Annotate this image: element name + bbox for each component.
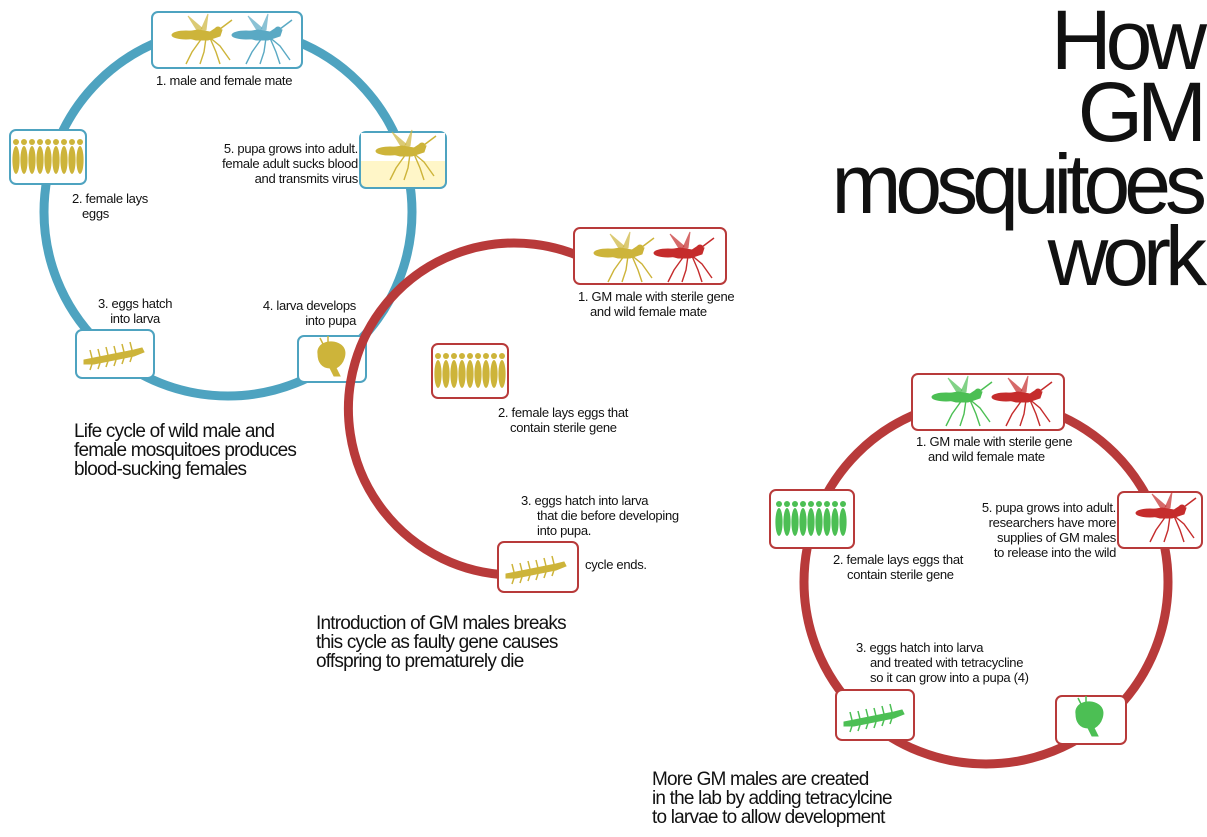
title-line: How [1050, 0, 1207, 87]
wild-step5-image [359, 129, 447, 189]
lab-step5-label: 5. pupa grows into adult. researchers ha… [981, 500, 1116, 560]
gm-cycle-caption: Introduction of GM males breaks this cyc… [316, 613, 567, 672]
title-line: GM [1077, 65, 1207, 159]
lab-step4-image [1055, 695, 1127, 745]
lab-step2-image [769, 489, 855, 549]
gm-step1-image [573, 227, 727, 285]
gm-step3-label: 3. eggs hatch into larva that die before… [521, 493, 679, 538]
lab-cycle-caption: More GM males are created in the lab by … [652, 769, 893, 828]
lab-step2-label: 2. female lays eggs that contain sterile… [833, 552, 964, 582]
title-line: work [1047, 209, 1207, 303]
wild-step5-label: 5. pupa grows into adult. female adult s… [222, 141, 358, 186]
eggs-icon [12, 139, 84, 174]
lab-step3-image [835, 689, 915, 741]
lab-step3-label: 3. eggs hatch into larva and treated wit… [856, 640, 1029, 685]
gm-step2-image [431, 343, 509, 399]
title-line: mosquitoes [831, 137, 1207, 231]
wild-step3-label: 3. eggs hatch into larva [98, 296, 173, 326]
gm-cycle-ends-label: cycle ends. [585, 557, 647, 572]
wild-step3-image [75, 329, 155, 379]
gm-cycle-arc [343, 238, 605, 580]
lab-step5-image [1117, 491, 1203, 549]
wild-step1-label: 1. male and female mate [156, 73, 293, 88]
wild-step2-label: 2. female lays eggs [72, 191, 149, 221]
gm-step3-image [497, 541, 579, 593]
gm-step2-label: 2. female lays eggs that contain sterile… [498, 405, 629, 435]
lab-step1-image [911, 373, 1065, 431]
wild-cycle-caption: Life cycle of wild male and female mosqu… [74, 421, 297, 480]
wild-step1-image [151, 11, 303, 69]
lab-eggs-icon [775, 501, 847, 536]
gm-step1-label: 1. GM male with sterile gene and wild fe… [578, 289, 735, 319]
page-title: How GM mosquitoes work [831, 0, 1207, 303]
lab-step1-label: 1. GM male with sterile gene and wild fe… [916, 434, 1073, 464]
gm-eggs-icon [434, 353, 506, 388]
wild-step2-image [9, 129, 87, 185]
wild-step4-label: 4. larva develops into pupa [262, 298, 356, 328]
